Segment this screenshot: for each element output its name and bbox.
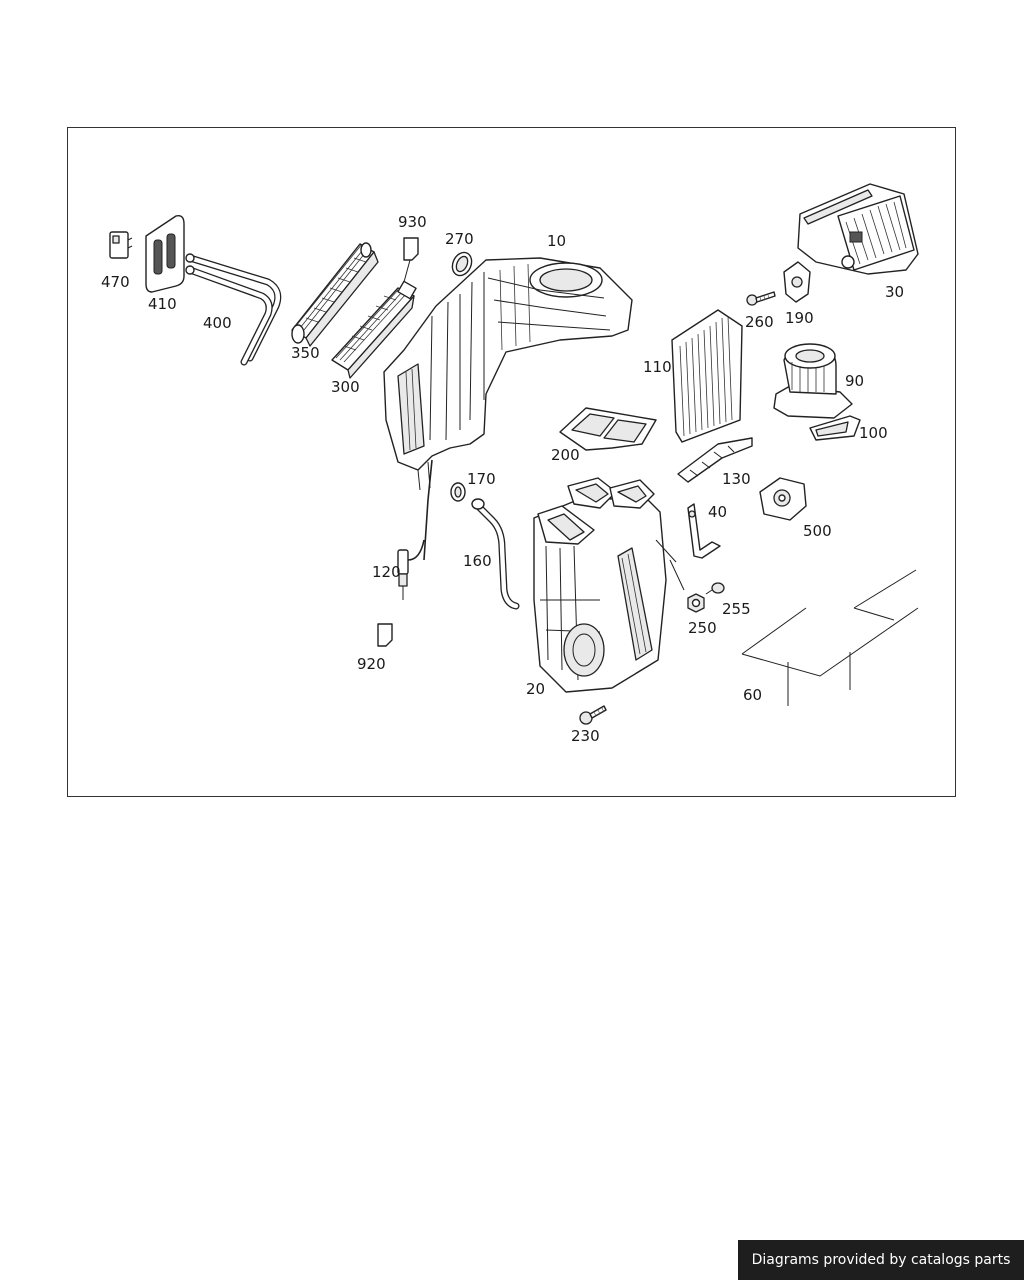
label-410: 410 [148,295,177,313]
part-100-drawing [809,415,861,441]
part-300-drawing [331,280,417,379]
part-410-drawing [145,214,185,293]
part-270-drawing [451,251,473,277]
credit-text: Diagrams provided by catalogs parts [751,1252,1011,1268]
part-160-drawing [471,498,520,610]
label-100: 100 [859,424,888,442]
label-90: 90 [845,372,864,390]
label-130: 130 [722,470,751,488]
label-930: 930 [398,213,427,231]
label-255: 255 [722,600,751,618]
part-170-drawing [450,482,466,502]
label-260: 260 [745,313,774,331]
part-120-drawing [397,539,425,600]
label-200: 200 [551,446,580,464]
label-170: 170 [467,470,496,488]
part-10-drawing [383,257,633,561]
part-255-drawing [705,582,725,595]
label-160: 160 [463,552,492,570]
label-500: 500 [803,522,832,540]
label-30: 30 [885,283,904,301]
part-40-drawing [687,503,721,559]
part-500-drawing [759,477,807,521]
part-130-drawing [677,437,753,483]
label-250: 250 [688,619,717,637]
part-30-drawing [797,183,919,275]
part-920-drawing [377,623,393,647]
label-230: 230 [571,727,600,745]
part-250-drawing [687,593,705,613]
label-470: 470 [101,273,130,291]
part-60-drawing [741,569,919,706]
part-350-drawing [291,242,379,347]
label-10: 10 [547,232,566,250]
label-400: 400 [203,314,232,332]
part-90-drawing [773,343,853,419]
label-190: 190 [785,309,814,327]
part-200-drawing [559,407,657,451]
label-300: 300 [331,378,360,396]
part-400-drawing [185,253,282,366]
part-20-drawing [533,477,685,693]
part-470-drawing [109,231,133,259]
label-40: 40 [708,503,727,521]
label-920: 920 [357,655,386,673]
part-190-drawing [783,261,811,303]
part-110-drawing [671,309,743,443]
credit-banner: Diagrams provided by catalogs parts [738,1240,1024,1280]
label-270: 270 [445,230,474,248]
label-20: 20 [526,680,545,698]
part-230-drawing [579,705,607,725]
label-60: 60 [743,686,762,704]
label-350: 350 [291,344,320,362]
parts-diagram-frame [67,127,956,797]
label-120: 120 [372,563,401,581]
part-260-drawing [746,291,776,306]
label-110: 110 [643,358,672,376]
part-930-drawing [403,237,419,283]
